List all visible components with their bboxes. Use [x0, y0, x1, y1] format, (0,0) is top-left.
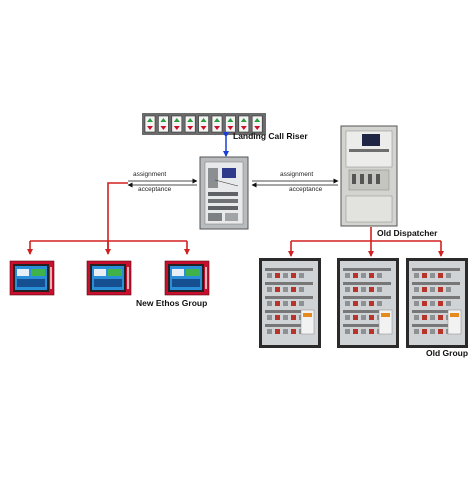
ethos-touchscreen-panel	[9, 260, 55, 296]
riser-station	[198, 115, 209, 133]
new-ethos-group-label: New Ethos Group	[136, 298, 208, 308]
landing-call-riser-label: Landing Call Riser	[233, 131, 308, 141]
riser-station	[211, 115, 223, 133]
old-group-cabinet	[337, 258, 399, 348]
riser-station	[158, 115, 169, 133]
left-exchange-arrows	[127, 178, 198, 188]
ethos-touchscreen-panel	[86, 260, 132, 296]
old-dispatcher-cabinet	[340, 125, 398, 227]
old-group	[259, 258, 468, 348]
old-group-links	[288, 227, 444, 257]
assignment-label-left: assignment	[133, 171, 167, 178]
central-cabinet	[199, 156, 249, 230]
riser-station	[171, 115, 183, 133]
riser-station	[225, 115, 236, 133]
riser-station	[144, 115, 156, 133]
new-ethos-group	[9, 260, 210, 296]
old-group-cabinet	[406, 258, 468, 348]
riser-station	[184, 115, 196, 133]
acceptance-label-right: acceptance	[289, 186, 323, 193]
new-group-links	[27, 182, 190, 255]
landing-call-riser	[142, 113, 266, 135]
old-dispatcher-label: Old Dispatcher	[377, 228, 438, 238]
old-group-cabinet	[259, 258, 321, 348]
riser-station	[238, 115, 250, 133]
acceptance-label-left: acceptance	[138, 186, 172, 193]
right-exchange-arrows	[251, 178, 339, 188]
riser-station	[251, 115, 263, 133]
old-group-label: Old Group	[426, 348, 469, 358]
assignment-label-right: assignment	[280, 171, 314, 178]
ethos-touchscreen-panel	[164, 260, 210, 296]
